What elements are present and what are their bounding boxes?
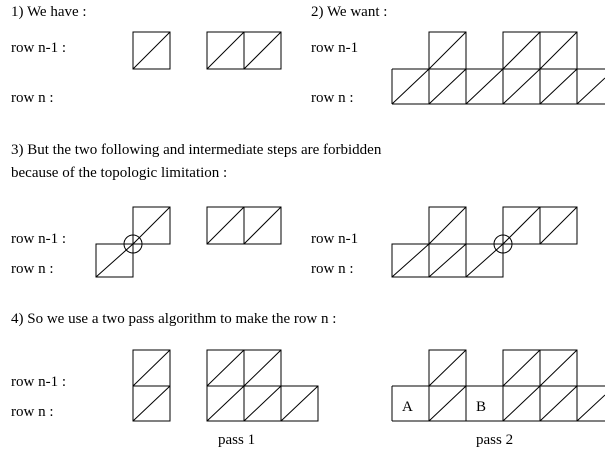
triangle-cell <box>502 31 541 70</box>
triangle-cell <box>243 349 282 387</box>
triangle-cell <box>243 206 282 245</box>
triangle-cell <box>243 31 282 70</box>
pass1-label: pass 1 <box>218 432 256 448</box>
cell-a-label: A <box>402 399 413 415</box>
triangle-cell <box>243 385 282 422</box>
pass1-cells <box>132 349 319 422</box>
section1-row-prev-label: row n-1 : <box>11 40 66 56</box>
section3-line1: 3) But the two following and intermediat… <box>11 142 382 158</box>
section2-heading: 2) We want : <box>311 4 388 20</box>
section1-heading: 1) We have : <box>11 4 87 20</box>
section3-right-row-prev-label: row n-1 <box>311 231 359 247</box>
section4-row-cur-label: row n : <box>11 404 54 420</box>
section2-row-prev-label: row n-1 <box>311 40 359 56</box>
triangle-cell <box>539 31 578 70</box>
triangle-cell <box>539 349 578 387</box>
section4-row-prev-label: row n-1 : <box>11 374 66 390</box>
section1-row-prev-cells <box>132 31 282 70</box>
triangle-cell <box>465 243 504 278</box>
cell-b-label: B <box>476 399 486 415</box>
triangle-cell <box>206 206 245 245</box>
pass2-label: pass 2 <box>476 432 514 448</box>
section3-left-row-cur-label: row n : <box>11 261 54 277</box>
section3-right-row-cur-label: row n : <box>311 261 354 277</box>
triangle-cell <box>132 385 171 422</box>
triangle-cell <box>280 385 319 422</box>
triangle-cell <box>428 31 467 70</box>
triangle-cell <box>95 243 134 278</box>
conflict-marker-circle <box>123 234 143 254</box>
section3-right-cells <box>391 206 578 278</box>
section1-row-cur-label: row n : <box>11 90 54 106</box>
triangle-cell <box>428 243 467 278</box>
section3-left-cells <box>95 206 282 278</box>
section3-line2: because of the topologic limitation : <box>11 165 228 181</box>
section2-row-prev-cells <box>428 31 578 70</box>
section2-row-cur-cells <box>391 68 605 105</box>
triangle-cell <box>391 243 430 278</box>
triangle-cell <box>502 349 541 387</box>
triangle-cell <box>206 349 245 387</box>
triangle-cell <box>502 206 541 245</box>
triangle-cell <box>132 206 171 245</box>
conflict-marker-circle <box>493 234 513 254</box>
pass2-cells: A B <box>391 349 605 422</box>
triangle-cell <box>206 31 245 70</box>
section4-heading: 4) So we use a two pass algorithm to mak… <box>11 311 337 327</box>
triangle-cell <box>206 385 245 422</box>
triangle-cell <box>539 206 578 245</box>
triangle-cell <box>428 206 467 245</box>
section3-left-row-prev-label: row n-1 : <box>11 231 66 247</box>
triangle-cell <box>428 349 467 387</box>
triangle-cell <box>132 349 171 387</box>
triangle-cell <box>132 31 171 70</box>
section2-row-cur-label: row n : <box>311 90 354 106</box>
